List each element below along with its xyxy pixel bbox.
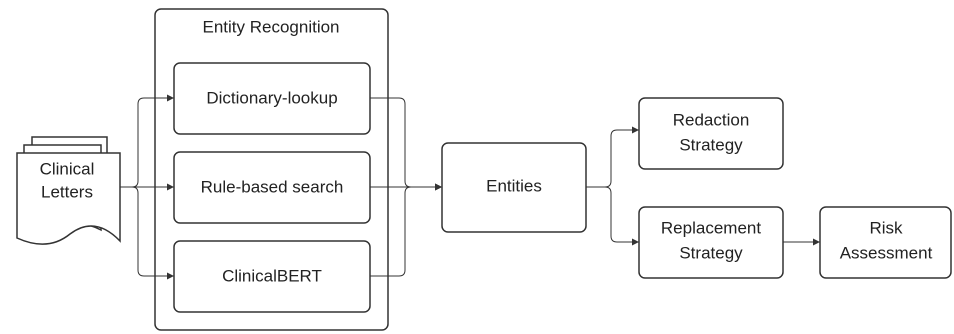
clinical-letters-node: Clinical Letters bbox=[16, 136, 121, 245]
connector-entities-to-redaction bbox=[586, 126, 639, 188]
dictionary-lookup-label: Dictionary-lookup bbox=[206, 88, 337, 107]
entities-label: Entities bbox=[486, 176, 542, 195]
rule-based-search-node: Rule-based search bbox=[173, 151, 371, 224]
clinical-letters-line1: Clinical bbox=[40, 159, 95, 178]
redaction-strategy-line1: Redaction bbox=[673, 110, 750, 129]
connector-letters-to-clinicalbert bbox=[120, 186, 174, 280]
clinicalbert-node: ClinicalBERT bbox=[173, 240, 371, 313]
redaction-strategy-line2: Strategy bbox=[679, 135, 743, 154]
risk-assessment-node: Risk Assessment bbox=[819, 206, 952, 279]
dictionary-lookup-node: Dictionary-lookup bbox=[173, 62, 371, 135]
clinical-letters-line2: Letters bbox=[41, 182, 93, 201]
connector-clinicalbert-to-entities bbox=[370, 183, 442, 277]
replacement-strategy-line1: Replacement bbox=[661, 218, 761, 237]
risk-assessment-line2: Assessment bbox=[840, 243, 933, 262]
entities-node: Entities bbox=[441, 142, 587, 233]
replacement-strategy-node: Replacement Strategy bbox=[638, 206, 784, 279]
entity-recognition-title: Entity Recognition bbox=[202, 17, 339, 36]
connector-entities-to-replacement bbox=[586, 186, 639, 246]
rule-based-search-label: Rule-based search bbox=[201, 177, 344, 196]
replacement-strategy-line2: Strategy bbox=[679, 243, 743, 262]
redaction-strategy-node: Redaction Strategy bbox=[638, 97, 784, 170]
risk-assessment-line1: Risk bbox=[869, 218, 903, 237]
clinicalbert-label: ClinicalBERT bbox=[222, 266, 322, 285]
